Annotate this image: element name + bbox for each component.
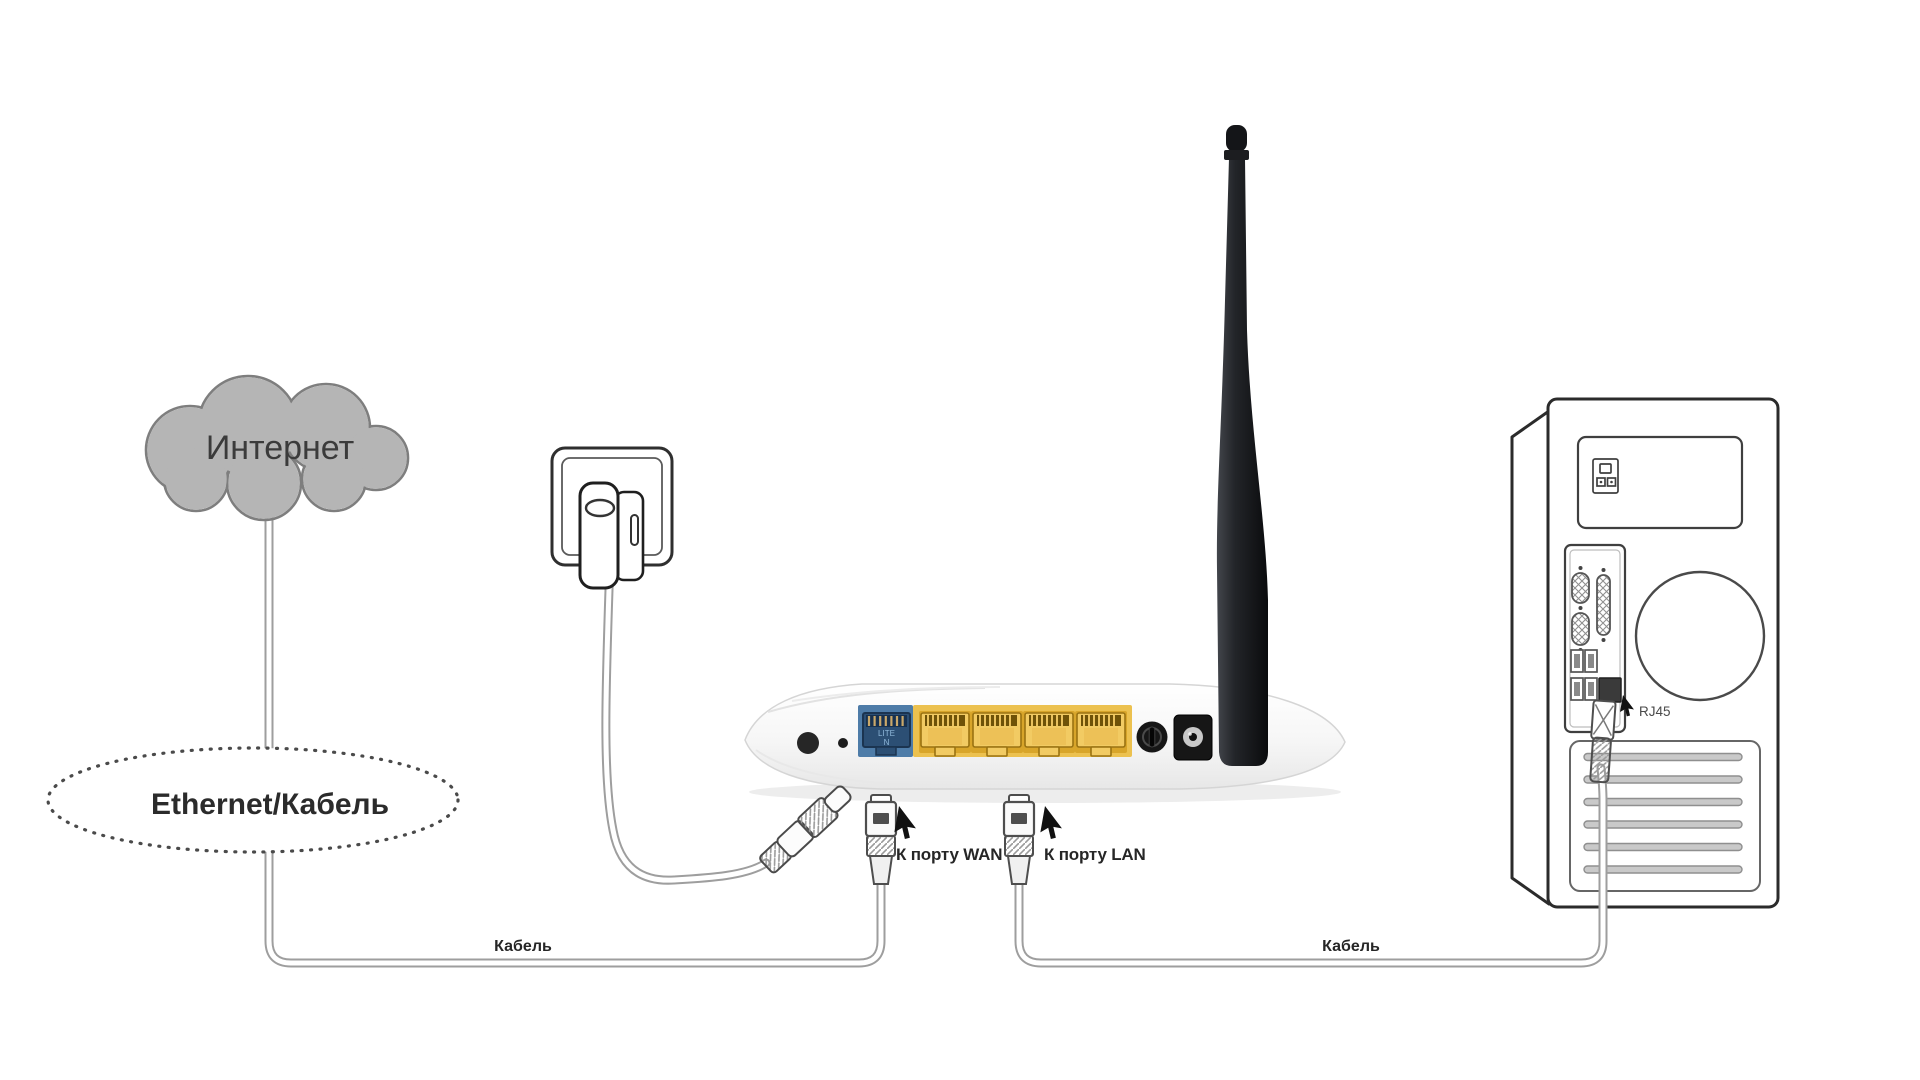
tower-side-panel [1510,409,1551,906]
tower-io-panel [1563,543,1627,734]
power-plug [578,481,645,590]
cursor-arrow-lan-icon [1039,806,1066,841]
computer-tower [1510,397,1780,909]
psu-socket-icon [1592,458,1619,494]
lan-port-1 [918,710,972,757]
parallel-port [1596,574,1611,636]
plug-slot-oval [584,498,616,518]
power-jack [1173,714,1213,761]
wps-button [1136,721,1168,753]
lan-cable-connector [1002,793,1036,886]
lan-port-3 [1022,710,1076,757]
tower-psu [1576,435,1744,530]
wifi-antenna [1216,125,1268,766]
ethernet-node-label: Ethernet/Кабель [151,788,389,821]
ethernet-node: Ethernet/Кабель [46,746,460,854]
led-dot [838,738,848,748]
internet-cloud-label: Интернет [206,429,354,467]
wan-port-print-2: N [884,738,890,747]
usb-ports [1570,649,1598,701]
ethernet-cable-right [1014,763,1608,968]
rj45-port [1598,677,1622,703]
lan-port-2 [970,710,1024,757]
power-barrel-connector [759,785,852,874]
power-cord [601,555,771,885]
lan-port-4 [1074,710,1128,757]
wan-port-label: К порту WAN [896,845,1002,864]
plug-slot-side [630,514,639,546]
wan-port-print-1: LITE [878,729,895,738]
wan-cable-connector [864,793,898,886]
vga-port-2 [1571,612,1590,646]
tower-vents [1569,740,1761,892]
wan-port: LITE N [862,712,911,756]
cursor-arrow-wan-icon [893,806,920,841]
lan-port-label: К порту LAN [1044,845,1146,864]
rj45-label: RJ45 [1639,704,1671,719]
tower-fan [1634,570,1766,702]
tower-rj45-connector [1589,699,1617,784]
cable-label-left: Кабель [494,938,552,955]
internet-cloud: Интернет [144,374,410,522]
ethernet-cable-left [264,838,886,968]
reset-button [797,732,819,754]
vga-port-1 [1571,572,1590,604]
cable-label-right: Кабель [1322,938,1380,955]
router: LITE N [744,683,1346,803]
